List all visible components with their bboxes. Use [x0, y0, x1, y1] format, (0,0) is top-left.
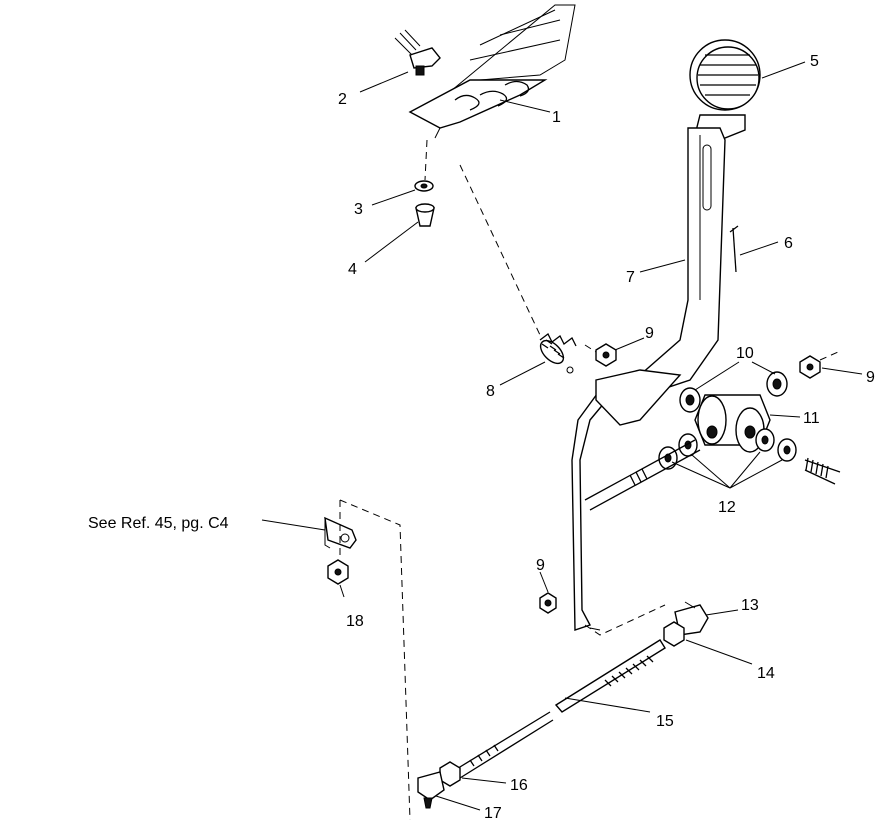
- callout-13: 13: [741, 597, 759, 614]
- pedal-arm: [571, 127, 726, 631]
- callout-10: 10: [736, 345, 754, 362]
- brake-light-switch: [394, 29, 441, 76]
- callout-18: 18: [346, 613, 364, 630]
- callout-12: 12: [718, 499, 736, 516]
- brake-rod: [454, 639, 666, 779]
- callout-14: 14: [757, 665, 775, 682]
- nut-9-lower: [539, 592, 557, 614]
- callout-5: 5: [810, 53, 819, 70]
- return-spring: [539, 333, 577, 374]
- jam-nut-14: [663, 621, 685, 647]
- callout-8: 8: [486, 383, 495, 400]
- callout-9-lower: 9: [536, 557, 545, 574]
- callout-16: 16: [510, 777, 528, 794]
- nut-9-upper: [595, 343, 617, 367]
- callout-9-upper: 9: [645, 325, 654, 342]
- lever-bracket: [324, 516, 357, 549]
- washers-10: [679, 371, 788, 413]
- callout-4: 4: [348, 261, 357, 278]
- nut-9-right: [799, 355, 821, 379]
- threaded-stud: [804, 457, 841, 485]
- callout-3: 3: [354, 201, 363, 218]
- reference-note: See Ref. 45, pg. C4: [88, 515, 229, 532]
- callout-2: 2: [338, 91, 347, 108]
- cotter-pin: [729, 225, 739, 273]
- pedal-pad: [689, 39, 761, 141]
- bushing-4: [415, 203, 435, 227]
- leader-lines: [261, 61, 863, 811]
- ball-joint-17: [417, 771, 445, 809]
- callout-9-right: 9: [866, 369, 875, 386]
- pivot-bolt: [584, 439, 701, 511]
- mounting-bracket: [408, 79, 548, 139]
- callout-1: 1: [552, 109, 561, 126]
- callout-7: 7: [626, 269, 635, 286]
- callout-17: 17: [484, 805, 502, 822]
- floor-panel: [439, 4, 576, 101]
- callout-15: 15: [656, 713, 674, 730]
- nut-18: [327, 559, 349, 585]
- callout-11: 11: [803, 410, 820, 427]
- callout-6: 6: [784, 235, 793, 252]
- washer-3: [414, 180, 434, 192]
